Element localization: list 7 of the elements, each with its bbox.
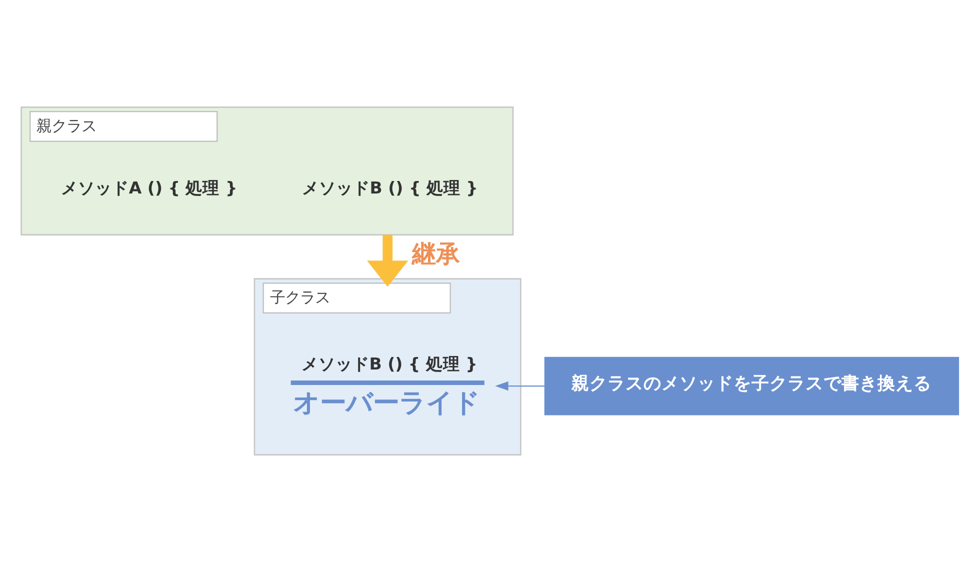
arrow bbox=[367, 234, 408, 287]
node-text: メソッドA () { 処理 } bbox=[60, 178, 238, 198]
arrow bbox=[495, 381, 545, 391]
node-text: メソッドB () { 処理 } bbox=[302, 178, 478, 198]
edge-label: 継承 bbox=[412, 240, 460, 268]
node-text: メソッドB () { 処理 } オーバーライド bbox=[293, 354, 480, 419]
node-box: 親クラスのメソッドを子クラスで書き換える bbox=[544, 356, 960, 416]
